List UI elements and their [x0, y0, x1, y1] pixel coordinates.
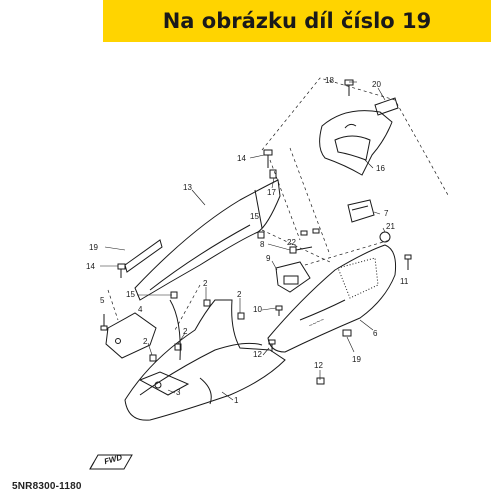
callout-16: 16: [376, 164, 385, 173]
banner-text: Na obrázku díl číslo 19: [162, 9, 432, 33]
part-1-lower-body: [124, 299, 286, 421]
callout-1: 1: [234, 396, 239, 405]
callout-22: 22: [287, 238, 296, 247]
callout-21: 21: [386, 222, 395, 231]
part-16-rear-cover: [319, 110, 393, 176]
bolt-12: [268, 339, 276, 352]
callout-15a: 15: [250, 212, 259, 221]
part-19-lower: [342, 329, 352, 337]
screw-14-upper: [263, 149, 273, 168]
screws-2: [149, 299, 245, 362]
callout-14a: 14: [237, 154, 246, 163]
callout-2c: 2: [183, 327, 188, 336]
forward-direction-arrow-icon: [89, 454, 133, 470]
screw-5: [100, 314, 108, 331]
callout-12: 12: [253, 350, 262, 359]
callout-2b: 2: [237, 290, 242, 299]
part-13-side-cover: [134, 179, 281, 301]
callout-19b: 19: [352, 355, 361, 364]
callout-12b: 12: [314, 361, 323, 370]
callout-17: 17: [267, 188, 276, 197]
callout-2a: 2: [203, 279, 208, 288]
screw-14-lower: [117, 263, 126, 278]
part-19-strip-left: [124, 239, 163, 273]
washer-12: [316, 377, 325, 385]
callout-6: 6: [373, 329, 378, 338]
highlight-banner: Na obrázku díl číslo 19: [103, 0, 491, 42]
callout-10: 10: [253, 305, 262, 314]
callout-8: 8: [260, 240, 265, 249]
callout-7: 7: [384, 209, 389, 218]
dashed-guide-lines: [107, 77, 449, 331]
callout-3: 3: [176, 388, 181, 397]
callout-13: 13: [183, 183, 192, 192]
callout-2d: 2: [143, 337, 148, 346]
callout-4: 4: [138, 305, 143, 314]
callout-11: 11: [400, 277, 409, 286]
callout-20: 20: [372, 80, 381, 89]
part-22-clips: [300, 228, 320, 236]
part-9-bracket: [275, 261, 311, 293]
leader-lines: [100, 81, 386, 401]
part-4-cover: [105, 312, 157, 359]
callout-15b: 15: [126, 290, 135, 299]
callout-19a: 19: [89, 243, 98, 252]
callout-9: 9: [266, 254, 271, 263]
grommet-17: [269, 169, 277, 179]
bolt-11: [404, 254, 412, 270]
callout-5: 5: [100, 296, 105, 305]
callout-14b: 14: [86, 262, 95, 271]
part-3-floor-insert: [138, 371, 190, 396]
part-code: 5NR8300-1180: [12, 481, 82, 492]
screw-18: [344, 79, 354, 96]
callout-18: 18: [325, 76, 334, 85]
part-7-taillight: [347, 199, 375, 223]
